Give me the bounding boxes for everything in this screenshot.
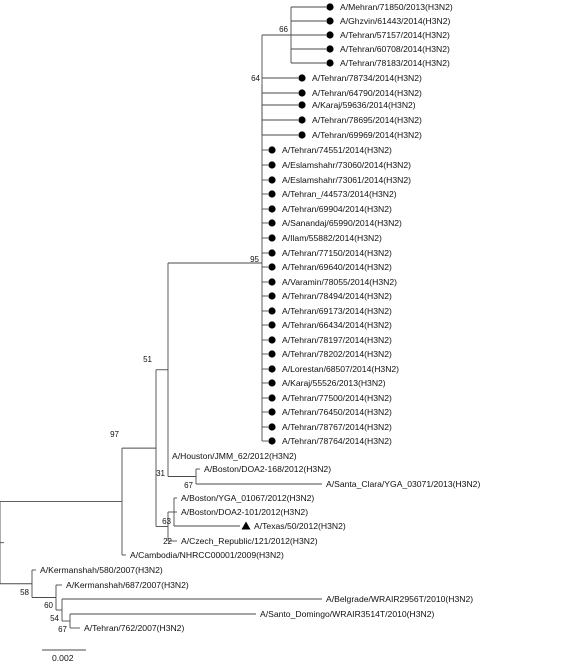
taxon-label: A/Tehran/77150/2014(H3N2) (282, 248, 392, 258)
filled-circle-marker-icon (326, 17, 334, 25)
taxon-label: A/Karaj/59636/2014(H3N2) (312, 100, 416, 110)
scale-bar: 0.002 (42, 649, 86, 663)
filled-circle-marker-icon (268, 408, 276, 416)
taxon-label: A/Tehran/78734/2014(H3N2) (312, 73, 422, 83)
taxon-label: A/Sanandaj/65990/2014(H3N2) (282, 218, 402, 228)
filled-triangle-marker-icon (241, 521, 251, 530)
filled-circle-marker-icon (298, 89, 306, 97)
filled-circle-marker-icon (268, 307, 276, 315)
filled-circle-marker-icon (268, 394, 276, 402)
taxon-label: A/Tehran/74551/2014(H3N2) (282, 145, 392, 155)
bootstrap-value: 67 (184, 481, 193, 490)
filled-circle-marker-icon (326, 59, 334, 67)
taxon-label: A/Tehran/78695/2014(H3N2) (312, 115, 422, 125)
taxon-label: A/Eslamshahr/73060/2014(H3N2) (282, 160, 411, 170)
taxon-label: A/Cambodia/NHRCC00001/2009(H3N2) (130, 550, 284, 560)
filled-circle-marker-icon (268, 190, 276, 198)
taxon-label: A/Tehran/69173/2014(H3N2) (282, 306, 392, 316)
filled-circle-marker-icon (268, 176, 276, 184)
filled-circle-marker-icon (298, 74, 306, 82)
taxon-label: A/Tehran/78183/2014(H3N2) (340, 58, 450, 68)
bootstrap-value: 22 (163, 537, 172, 546)
bootstrap-value: 31 (156, 469, 165, 478)
taxon-label: A/Tehran/78197/2014(H3N2) (282, 335, 392, 345)
taxon-label: A/Tehran/78202/2014(H3N2) (282, 349, 392, 359)
taxon-label: A/Tehran/69969/2014(H3N2) (312, 130, 422, 140)
bootstrap-value: 60 (44, 601, 53, 610)
taxon-label: A/Boston/DOA2-101/2012(H3N2) (181, 507, 308, 517)
filled-circle-marker-icon (326, 45, 334, 53)
taxon-label: A/Tehran/69640/2014(H3N2) (282, 262, 392, 272)
taxon-label: A/Tehran_/44573/2014(H3N2) (282, 189, 397, 199)
taxon-label: A/Belgrade/WRAIR2956T/2010(H3N2) (326, 594, 473, 604)
filled-circle-marker-icon (268, 365, 276, 373)
taxon-label: A/Lorestan/68507/2014(H3N2) (282, 364, 399, 374)
taxon-label: A/Tehran/66434/2014(H3N2) (282, 320, 392, 330)
bootstrap-value: 97 (110, 430, 119, 439)
tip-labels: A/Mehran/71850/2013(H3N2) A/Ghzvin/61443/… (40, 2, 480, 633)
filled-circle-marker-icon (326, 3, 334, 11)
filled-circle-marker-icon (298, 116, 306, 124)
bootstrap-values: 66 64 95 51 97 31 67 63 22 58 60 54 67 (20, 25, 288, 634)
taxon-label: A/Karaj/55526/2013(H3N2) (282, 378, 386, 388)
taxon-label: A/Mehran/71850/2013(H3N2) (340, 2, 453, 12)
tree-branches (0, 6, 326, 629)
taxon-label: A/Houston/JMM_62/2012(H3N2) (172, 451, 297, 461)
filled-circle-marker-icon (268, 379, 276, 387)
taxon-label: A/Eslamshahr/73061/2014(H3N2) (282, 175, 411, 185)
bootstrap-value: 95 (250, 255, 259, 264)
taxon-label: A/Boston/DOA2-168/2012(H3N2) (204, 464, 331, 474)
taxon-label: A/Tehran/60708/2014(H3N2) (340, 44, 450, 54)
filled-circle-marker-icon (268, 234, 276, 242)
taxon-label: A/Tehran/762/2007(H3N2) (84, 623, 184, 633)
filled-circle-marker-icon (268, 219, 276, 227)
taxon-label: A/Santo_Domingo/WRAIR3514T/2010(H3N2) (260, 609, 434, 619)
taxon-label: A/Boston/YGA_01067/2012(H3N2) (181, 493, 314, 503)
taxon-label: A/Tehran/64790/2014(H3N2) (312, 88, 422, 98)
filled-circle-marker-icon (268, 146, 276, 154)
taxon-label: A/Tehran/77500/2014(H3N2) (282, 393, 392, 403)
taxon-label: A/Tehran/57157/2014(H3N2) (340, 30, 450, 40)
taxon-label: A/Ghzvin/61443/2014(H3N2) (340, 16, 450, 26)
taxon-label: A/Santa_Clara/YGA_03071/2013(H3N2) (326, 479, 480, 489)
taxon-label: A/Tehran/78764/2014(H3N2) (282, 436, 392, 446)
filled-circle-marker-icon (326, 31, 334, 39)
tip-markers (241, 3, 334, 530)
filled-circle-marker-icon (268, 321, 276, 329)
bootstrap-value: 63 (162, 517, 171, 526)
taxon-label: A/Kermanshah/687/2007(H3N2) (66, 580, 189, 590)
bootstrap-value: 51 (143, 355, 152, 364)
bootstrap-value: 66 (279, 25, 288, 34)
bootstrap-value: 67 (58, 625, 67, 634)
taxon-label: A/Czech_Republic/121/2012(H3N2) (181, 536, 318, 546)
filled-circle-marker-icon (268, 249, 276, 257)
filled-circle-marker-icon (268, 437, 276, 445)
filled-circle-marker-icon (268, 292, 276, 300)
scale-bar-label: 0.002 (52, 653, 74, 663)
filled-circle-marker-icon (268, 336, 276, 344)
bootstrap-value: 64 (251, 74, 260, 83)
filled-circle-marker-icon (268, 161, 276, 169)
filled-circle-marker-icon (298, 131, 306, 139)
taxon-label: A/Kermanshah/580/2007(H3N2) (40, 565, 163, 575)
filled-circle-marker-icon (268, 263, 276, 271)
filled-circle-marker-icon (268, 350, 276, 358)
taxon-label: A/Tehran/69904/2014(H3N2) (282, 204, 392, 214)
filled-circle-marker-icon (268, 278, 276, 286)
taxon-label: A/Varamin/78055/2014(H3N2) (282, 277, 397, 287)
bootstrap-value: 58 (20, 588, 29, 597)
bootstrap-value: 54 (50, 614, 59, 623)
filled-circle-marker-icon (298, 101, 306, 109)
filled-circle-marker-icon (268, 423, 276, 431)
taxon-label: A/Tehran/76450/2014(H3N2) (282, 407, 392, 417)
filled-circle-marker-icon (268, 205, 276, 213)
taxon-label: A/Ilam/55882/2014(H3N2) (282, 233, 382, 243)
taxon-label: A/Tehran/78494/2014(H3N2) (282, 291, 392, 301)
taxon-label: A/Texas/50/2012(H3N2) (254, 521, 346, 531)
taxon-label: A/Tehran/78767/2014(H3N2) (282, 422, 392, 432)
